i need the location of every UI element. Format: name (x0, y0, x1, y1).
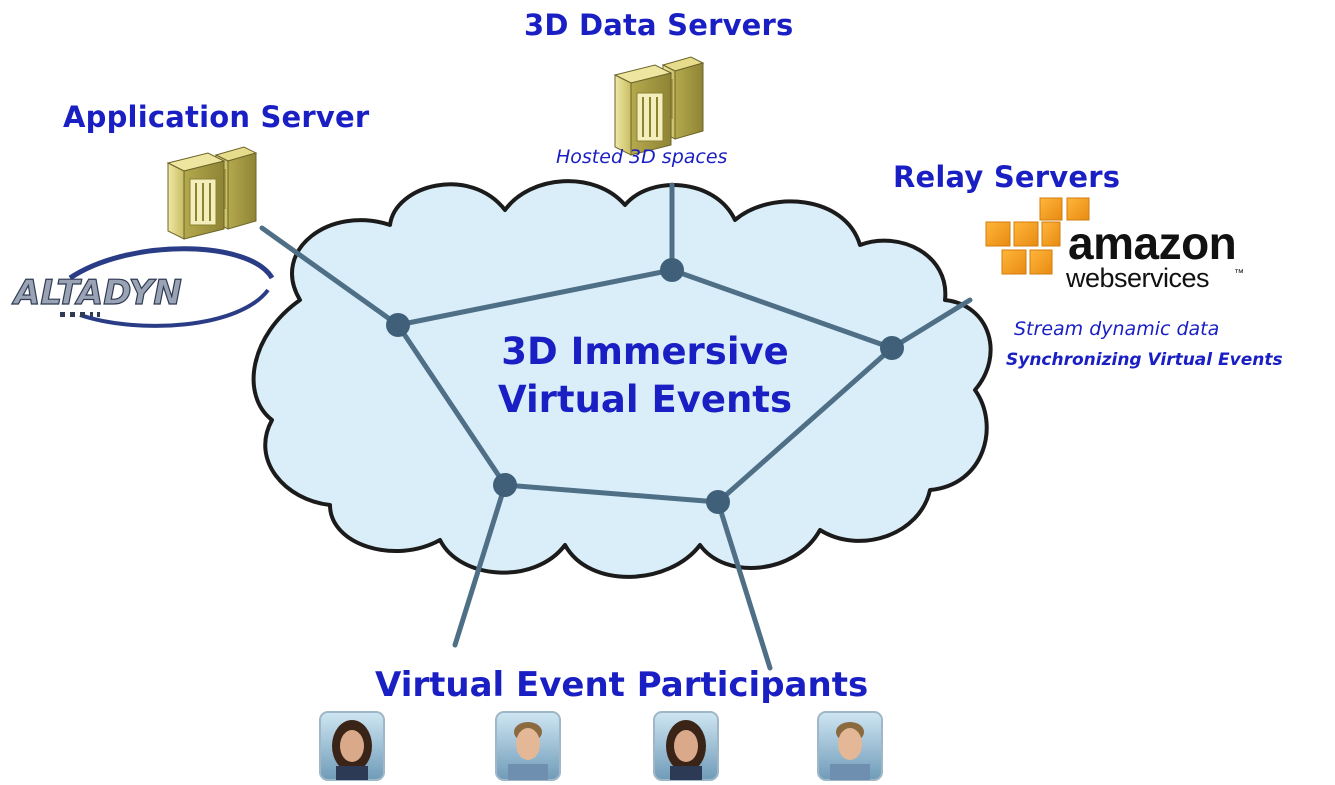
aws-logo-amazon: amazon (1068, 217, 1237, 269)
altadyn-logo: ALTADYN (10, 246, 275, 328)
server-icon (166, 146, 258, 240)
application-server-title: Application Server (63, 100, 370, 134)
link-participant-right (715, 499, 773, 671)
center-title-line2: Virtual Events (497, 378, 792, 421)
cloud-shape (251, 179, 993, 579)
altadyn-logo-text: ALTADYN (11, 273, 182, 313)
avatar-male (495, 711, 561, 781)
network-nodes (386, 258, 904, 514)
link-e-c (715, 345, 895, 505)
network-links (259, 182, 973, 671)
link-b-c (669, 267, 895, 351)
center-title: 3D Immersive Virtual Events (460, 328, 830, 424)
node-participants-right (706, 490, 730, 514)
avatar-female (319, 711, 385, 781)
aws-logo-tm: ™ (1234, 268, 1244, 279)
relay-note-sync: Synchronizing Virtual Events (1006, 350, 1283, 370)
relay-note-stream: Stream dynamic data (1014, 318, 1220, 340)
link-a-d (395, 322, 508, 488)
avatar-female (653, 711, 719, 781)
avatar-male (817, 711, 883, 781)
node-relay (880, 336, 904, 360)
participants-title: Virtual Event Participants (375, 665, 869, 705)
link-a-b (395, 267, 675, 328)
link-application-server (259, 225, 401, 328)
relay-servers-title: Relay Servers (893, 160, 1121, 194)
node-participants-left (493, 473, 517, 497)
aws-logo-webservices: webservices (1066, 263, 1210, 293)
node-data (660, 258, 684, 282)
server-icon (613, 56, 705, 156)
link-relay-servers (889, 297, 973, 351)
link-participant-left (452, 482, 508, 648)
data-servers-title: 3D Data Servers (524, 8, 794, 42)
data-servers-note: Hosted 3D spaces (556, 146, 728, 168)
link-d-e (502, 482, 721, 505)
node-application (386, 313, 410, 337)
center-title-line1: 3D Immersive (501, 330, 789, 373)
amazon-cubes-icon (985, 197, 1090, 275)
